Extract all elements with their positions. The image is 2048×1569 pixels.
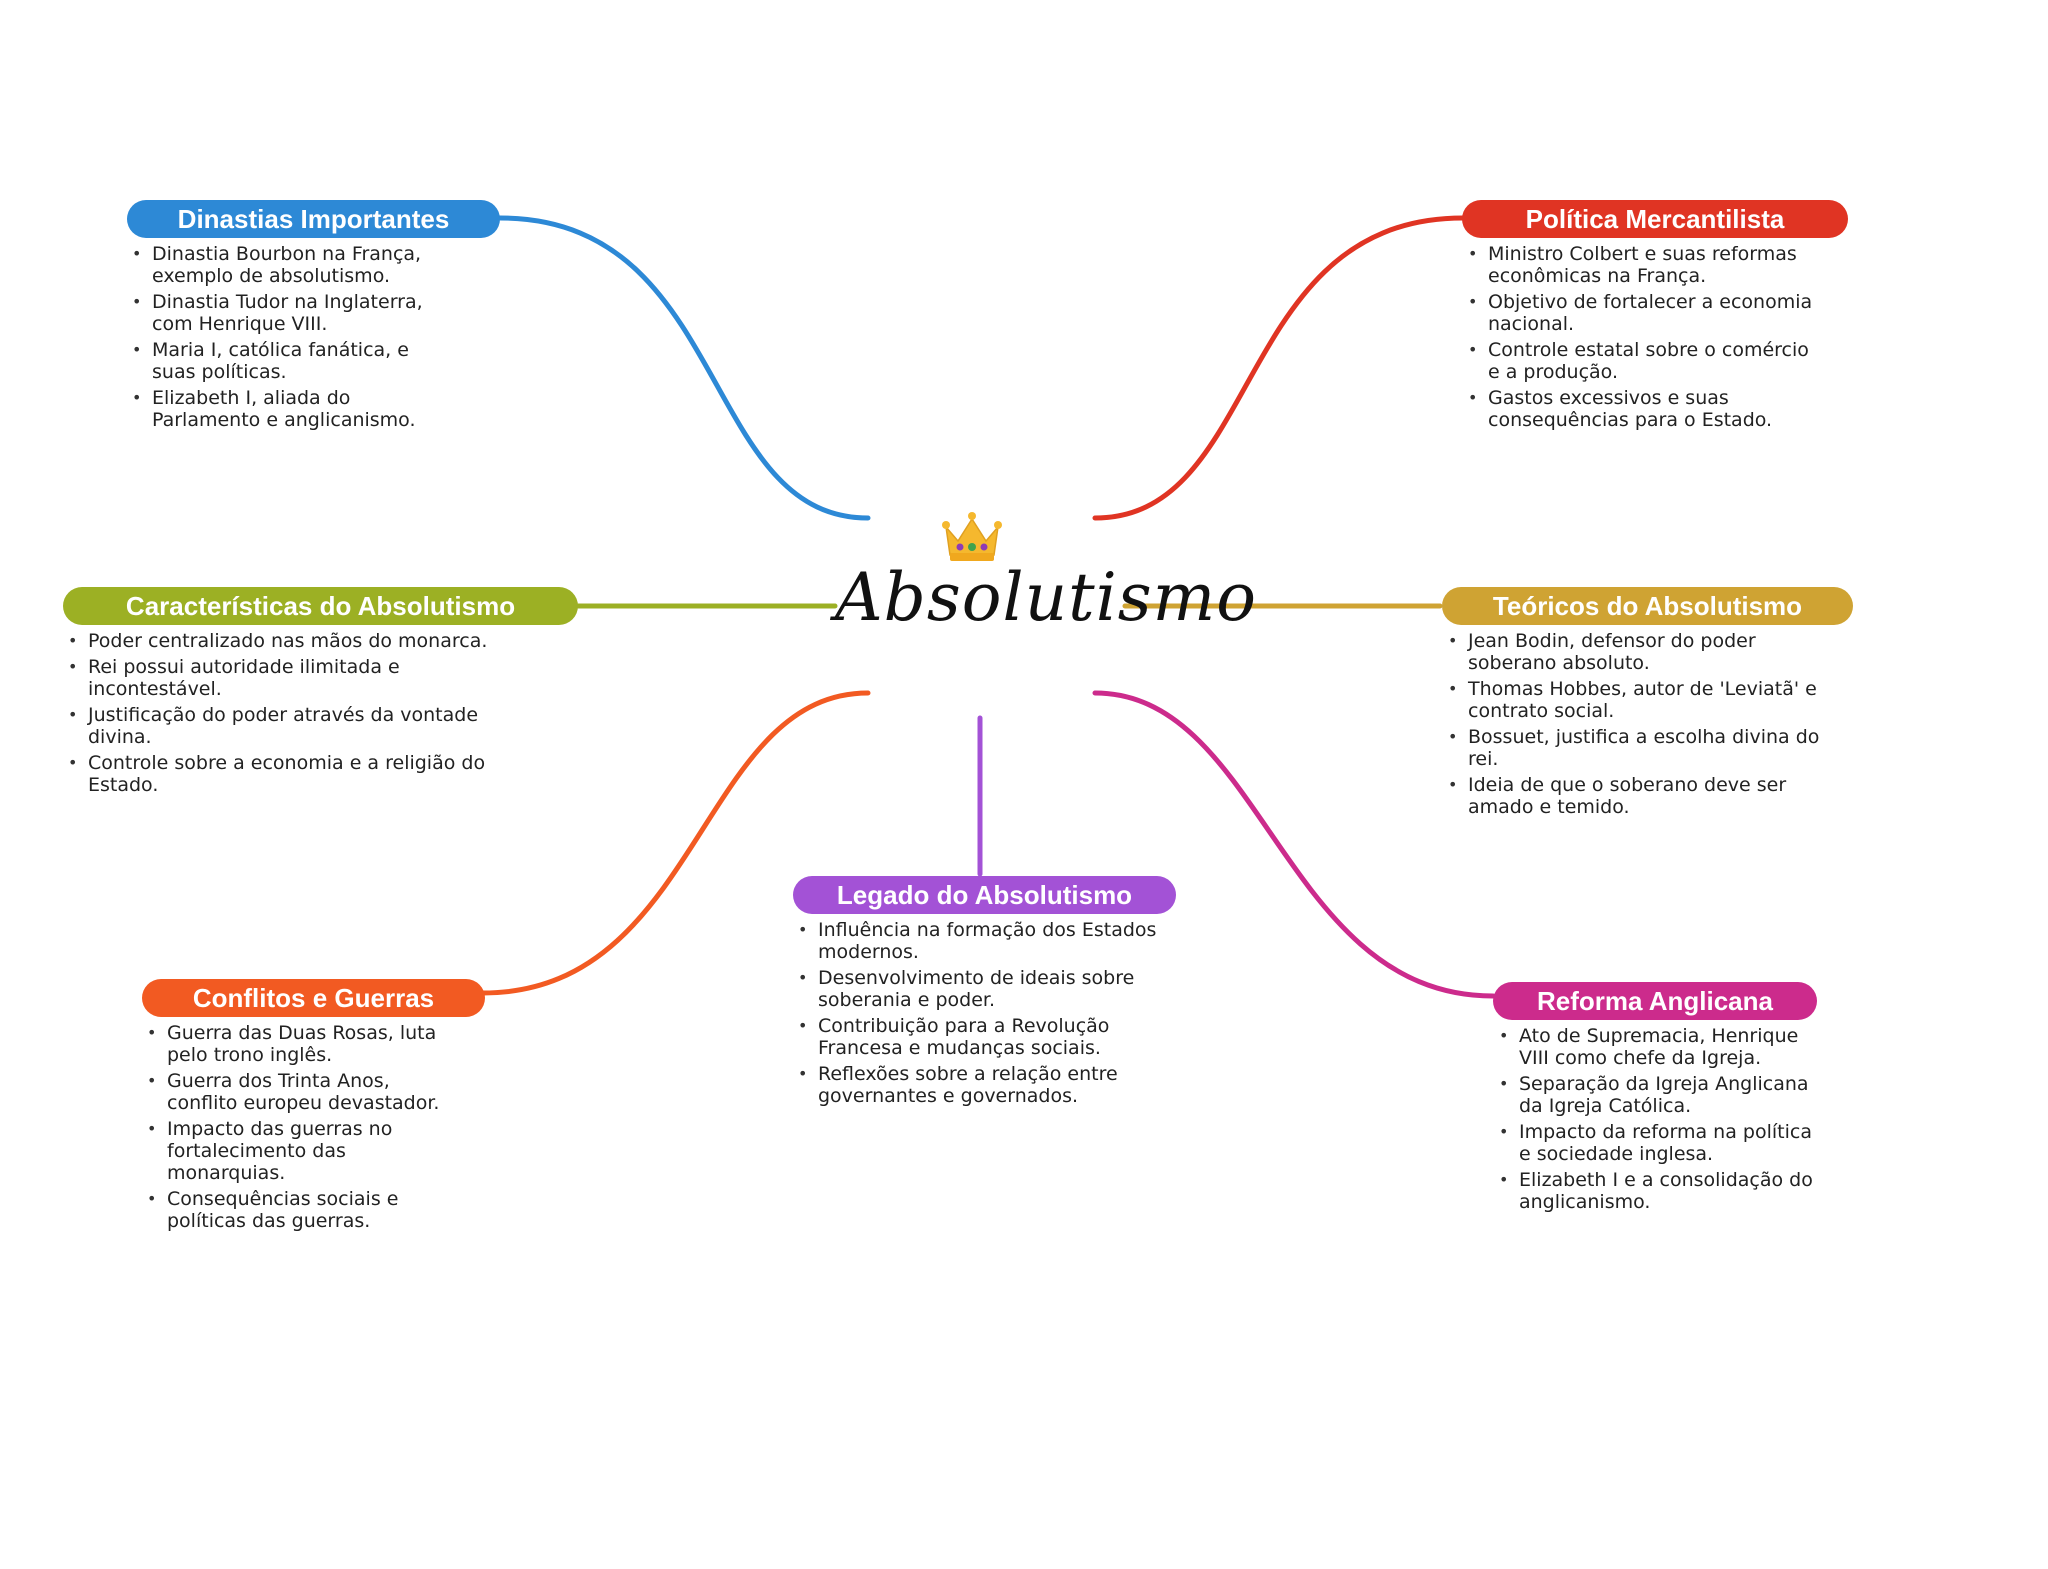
list-item: Reflexões sobre a relação entre governan…: [794, 1063, 1174, 1107]
list-item: Poder centralizado nas mãos do monarca.: [64, 630, 514, 652]
list-item: Guerra dos Trinta Anos, conflito europeu…: [143, 1070, 463, 1114]
topic-legado[interactable]: Legado do Absolutismo: [793, 876, 1176, 914]
list-item: Jean Bodin, defensor do poder soberano a…: [1444, 630, 1824, 674]
list-item: Rei possui autoridade ilimitada e incont…: [64, 656, 514, 700]
list-item: Dinastia Bourbon na França, exemplo de a…: [128, 243, 458, 287]
list-item: Consequências sociais e políticas das gu…: [143, 1188, 463, 1232]
topic-caracteristicas[interactable]: Características do Absolutismo: [63, 587, 578, 625]
topic-teoricos-list: Jean Bodin, defensor do poder soberano a…: [1444, 630, 1824, 822]
list-item: Controle estatal sobre o comércio e a pr…: [1464, 339, 1824, 383]
list-item: Ideia de que o soberano deve ser amado e…: [1444, 774, 1824, 818]
topic-conflitos[interactable]: Conflitos e Guerras: [142, 979, 485, 1017]
topic-legado-list: Influência na formação dos Estados moder…: [794, 919, 1174, 1111]
list-item: Maria I, católica fanática, e suas polít…: [128, 339, 458, 383]
list-item: Ministro Colbert e suas reformas econômi…: [1464, 243, 1824, 287]
list-item: Dinastia Tudor na Inglaterra, com Henriq…: [128, 291, 458, 335]
list-item: Impacto das guerras no fortalecimento da…: [143, 1118, 463, 1184]
central-topic[interactable]: Absolutismo: [835, 559, 1257, 636]
topic-reforma[interactable]: Reforma Anglicana: [1493, 982, 1817, 1020]
list-item: Impacto da reforma na política e socieda…: [1495, 1121, 1815, 1165]
crown-icon: [942, 512, 1002, 561]
list-item: Objetivo de fortalecer a economia nacion…: [1464, 291, 1824, 335]
list-item: Thomas Hobbes, autor de 'Leviatã' e cont…: [1444, 678, 1824, 722]
list-item: Guerra das Duas Rosas, luta pelo trono i…: [143, 1022, 463, 1066]
list-item: Elizabeth I e a consolidação do anglican…: [1495, 1169, 1815, 1213]
list-item: Bossuet, justifica a escolha divina do r…: [1444, 726, 1824, 770]
connector-reforma: [1092, 690, 1496, 999]
list-item: Elizabeth I, aliada do Parlamento e angl…: [128, 387, 458, 431]
topic-dinastias[interactable]: Dinastias Importantes: [127, 200, 500, 238]
list-item: Gastos excessivos e suas consequências p…: [1464, 387, 1824, 431]
topic-mercantilista[interactable]: Política Mercantilista: [1462, 200, 1848, 238]
connector-conflitos: [480, 690, 871, 996]
list-item: Desenvolvimento de ideais sobre soberani…: [794, 967, 1174, 1011]
list-item: Ato de Supremacia, Henrique VIII como ch…: [1495, 1025, 1815, 1069]
list-item: Justificação do poder através da vontade…: [64, 704, 514, 748]
list-item: Separação da Igreja Anglicana da Igreja …: [1495, 1073, 1815, 1117]
list-item: Contribuição para a Revolução Francesa e…: [794, 1015, 1174, 1059]
topic-reforma-list: Ato de Supremacia, Henrique VIII como ch…: [1495, 1025, 1815, 1217]
list-item: Controle sobre a economia e a religião d…: [64, 752, 514, 796]
topic-teoricos[interactable]: Teóricos do Absolutismo: [1442, 587, 1853, 625]
connector-dinastias: [497, 215, 871, 521]
topic-dinastias-list: Dinastia Bourbon na França, exemplo de a…: [128, 243, 458, 435]
topic-mercantilista-list: Ministro Colbert e suas reformas econômi…: [1464, 243, 1824, 435]
list-item: Influência na formação dos Estados moder…: [794, 919, 1174, 963]
connector-mercantilista: [1092, 215, 1466, 521]
topic-caracteristicas-list: Poder centralizado nas mãos do monarca. …: [64, 630, 514, 800]
topic-conflitos-list: Guerra das Duas Rosas, luta pelo trono i…: [143, 1022, 463, 1236]
